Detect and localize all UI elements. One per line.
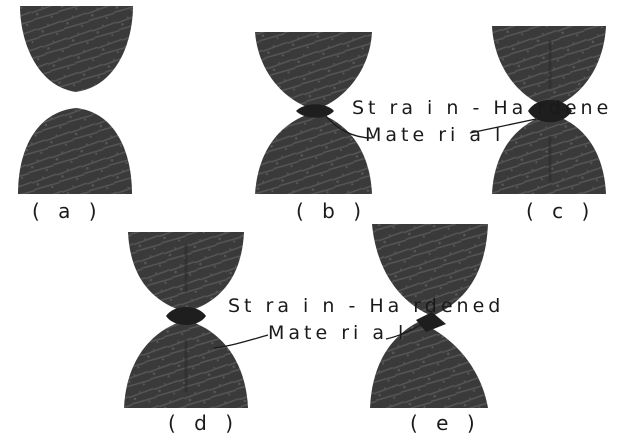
leader-line-d <box>213 334 269 349</box>
annotation-bottom-line1: St ra i n - Ha rdened <box>228 295 504 317</box>
upper-asperity <box>255 32 372 110</box>
annotation-top: St ra i n - Ha rdene Mate ri a l <box>325 97 612 146</box>
annotation-bottom: St ra i n - Ha rdened Mate ri a l <box>213 295 504 349</box>
lower-asperity <box>18 108 132 194</box>
annotation-bottom-line2: Mate ri a l <box>268 322 407 344</box>
caption-b: ( b ) <box>296 199 367 223</box>
annotation-top-line1: St ra i n - Ha rdene <box>352 97 612 119</box>
caption-a: ( a ) <box>32 199 103 223</box>
strain-hardened-junction <box>166 307 206 325</box>
lower-asperity <box>370 322 488 408</box>
strain-hardened-junction <box>296 104 334 118</box>
lower-asperity <box>255 112 372 194</box>
panel-c: ( c ) <box>492 26 606 223</box>
strain-hardened-junction <box>416 312 446 332</box>
panel-b: ( b ) <box>255 32 372 223</box>
panel-e: ( e ) <box>370 224 488 435</box>
strain-hardened-junction <box>528 99 572 123</box>
upper-asperity <box>20 6 133 92</box>
leader-line-b <box>325 115 373 139</box>
caption-d: ( d ) <box>168 411 239 435</box>
panel-d: ( d ) <box>124 232 248 435</box>
leader-line-e <box>385 323 423 340</box>
caption-c: ( c ) <box>526 199 595 223</box>
panel-a: ( a ) <box>18 6 133 223</box>
upper-asperity <box>372 224 488 316</box>
leader-line-c <box>469 118 537 134</box>
annotation-top-line2: Mate ri a l <box>365 124 504 146</box>
caption-e: ( e ) <box>410 411 481 435</box>
